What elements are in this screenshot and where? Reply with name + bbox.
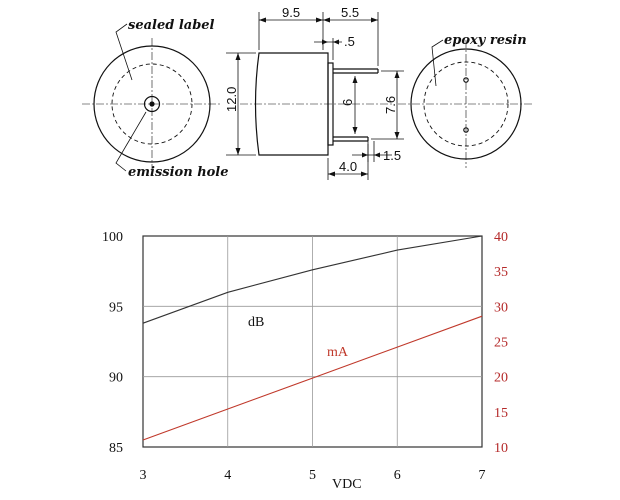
x-tick-label: 4 [224,468,231,483]
y2-tick-label: 35 [494,265,508,280]
x-tick-label: 7 [479,468,486,483]
y2-tick-label: 40 [494,230,508,245]
dim-pin-length: 5.5 [341,5,359,20]
emission-hole-text: emission hole [128,165,229,180]
x-tick-label: 3 [140,468,147,483]
series-line-ma [142,315,483,441]
side-view: 9.5 5.5 .5 12.0 6 7.6 [224,5,404,180]
y2-tick-label: 20 [494,371,508,386]
emission-hole-leader [115,111,147,172]
y2-tick-label: 10 [494,441,508,456]
y-tick-label: 90 [109,371,123,386]
epoxy-resin-text: epoxy resin [444,33,527,48]
series-label-db: dB [248,315,264,330]
series-label-ma: mA [327,345,349,360]
dim-pin-diameter: 6 [340,99,355,106]
tick-labels: 3 4 5 6 7 85 90 95 100 10 15 20 25 30 35 40 [102,230,508,483]
dim-body-length: 9.5 [282,5,300,20]
y2-tick-label: 30 [494,300,508,315]
sealed-label-leader [115,23,133,81]
back-view [398,40,532,168]
dim-pin-step: .5 [344,34,355,49]
y-tick-label: 100 [102,230,123,245]
x-tick-label: 5 [309,468,316,483]
dimension-drawing: sealed label emission hole [82,5,532,180]
y-tick-label: 95 [109,300,123,315]
sealed-label-text: sealed label [128,18,215,33]
y-tick-label: 85 [109,441,123,456]
series-layer [142,235,483,441]
series-line-db [142,235,483,324]
dim-pin-base: 4.0 [339,159,357,174]
grid-lines [143,236,482,447]
performance-chart: 3 4 5 6 7 85 90 95 100 10 15 20 25 30 35 40 dB mA VDC [102,230,508,492]
dim-pin-spacing: 7.6 [383,96,398,114]
dim-pin-offset: 1.5 [383,148,401,163]
dim-diameter: 12.0 [224,87,239,112]
y2-tick-label: 25 [494,336,508,351]
front-view [82,38,222,170]
epoxy-resin-leader [431,39,444,87]
y2-tick-label: 15 [494,406,508,421]
x-axis-label: VDC [332,477,362,492]
x-tick-label: 6 [394,468,401,483]
